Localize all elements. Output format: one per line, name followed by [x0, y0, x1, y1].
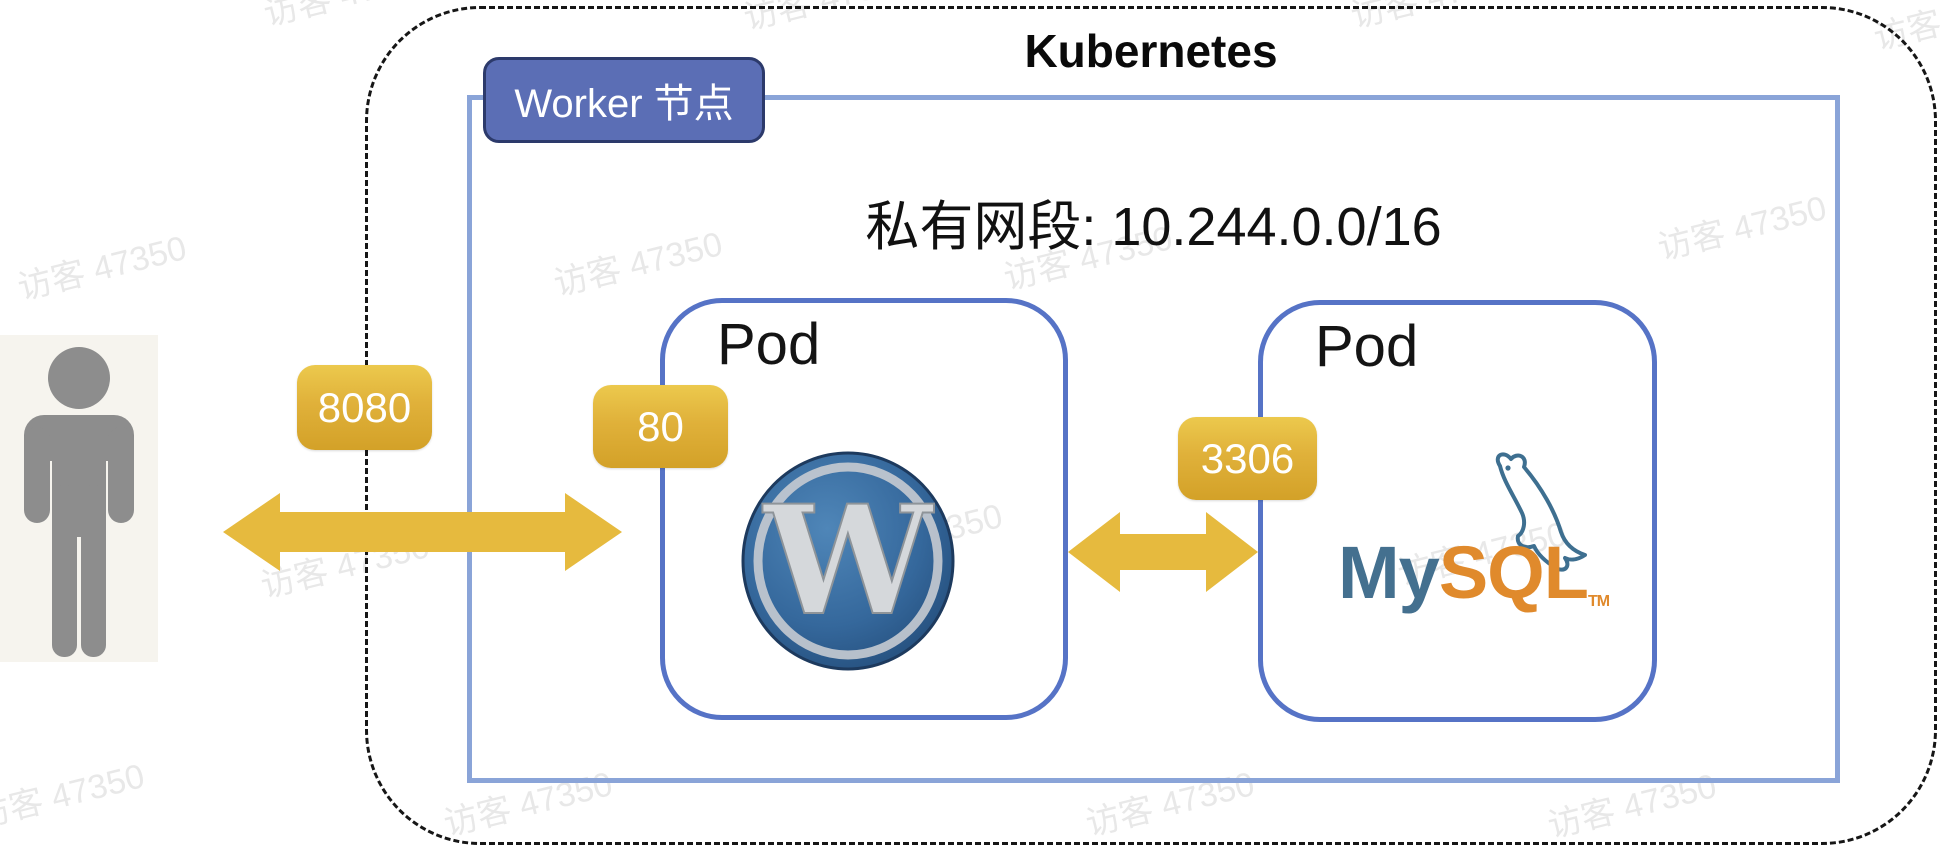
port-badge-80: 80 [593, 385, 728, 468]
user-person-card [0, 335, 158, 662]
mysql-wordmark-my: My [1338, 531, 1440, 614]
subnet-label: 私有网段: 10.244.0.0/16 [865, 197, 1442, 257]
worker-node-label-text: Worker 节点 [514, 82, 734, 126]
watermark: 访客 47350 [0, 757, 149, 836]
wordpress-letter: W [762, 473, 935, 649]
port-badge-8080-text: 8080 [317, 383, 412, 431]
port-badge-80-text: 80 [637, 402, 684, 450]
mysql-wordmark: MySQLTM [1338, 530, 1610, 615]
watermark: 访客 47350 [14, 229, 191, 308]
port-badge-3306: 3306 [1178, 417, 1317, 500]
pod-mysql-label: Pod [1315, 314, 1419, 379]
pod-wordpress: Pod [660, 298, 1068, 720]
person-icon [24, 347, 134, 657]
wordpress-logo-icon: W [740, 450, 956, 672]
mysql-wordmark-tm: TM [1587, 593, 1610, 610]
mysql-dolphin-icon [1495, 452, 1587, 572]
worker-node-label: Worker 节点 [483, 57, 765, 143]
worker-node-box [467, 95, 1840, 783]
mysql-wordmark-sql: SQL [1438, 531, 1589, 614]
pod-mysql: Pod [1258, 300, 1657, 722]
port-badge-3306-text: 3306 [1200, 434, 1295, 482]
arrow-wordpress-mysql [1068, 512, 1258, 592]
arrow-user-wordpress [223, 493, 622, 571]
kubernetes-title: Kubernetes [1024, 25, 1278, 77]
pod-wordpress-label: Pod [717, 312, 821, 377]
port-badge-8080: 8080 [297, 365, 432, 450]
mysql-logo: MySQLTM [1330, 440, 1620, 660]
